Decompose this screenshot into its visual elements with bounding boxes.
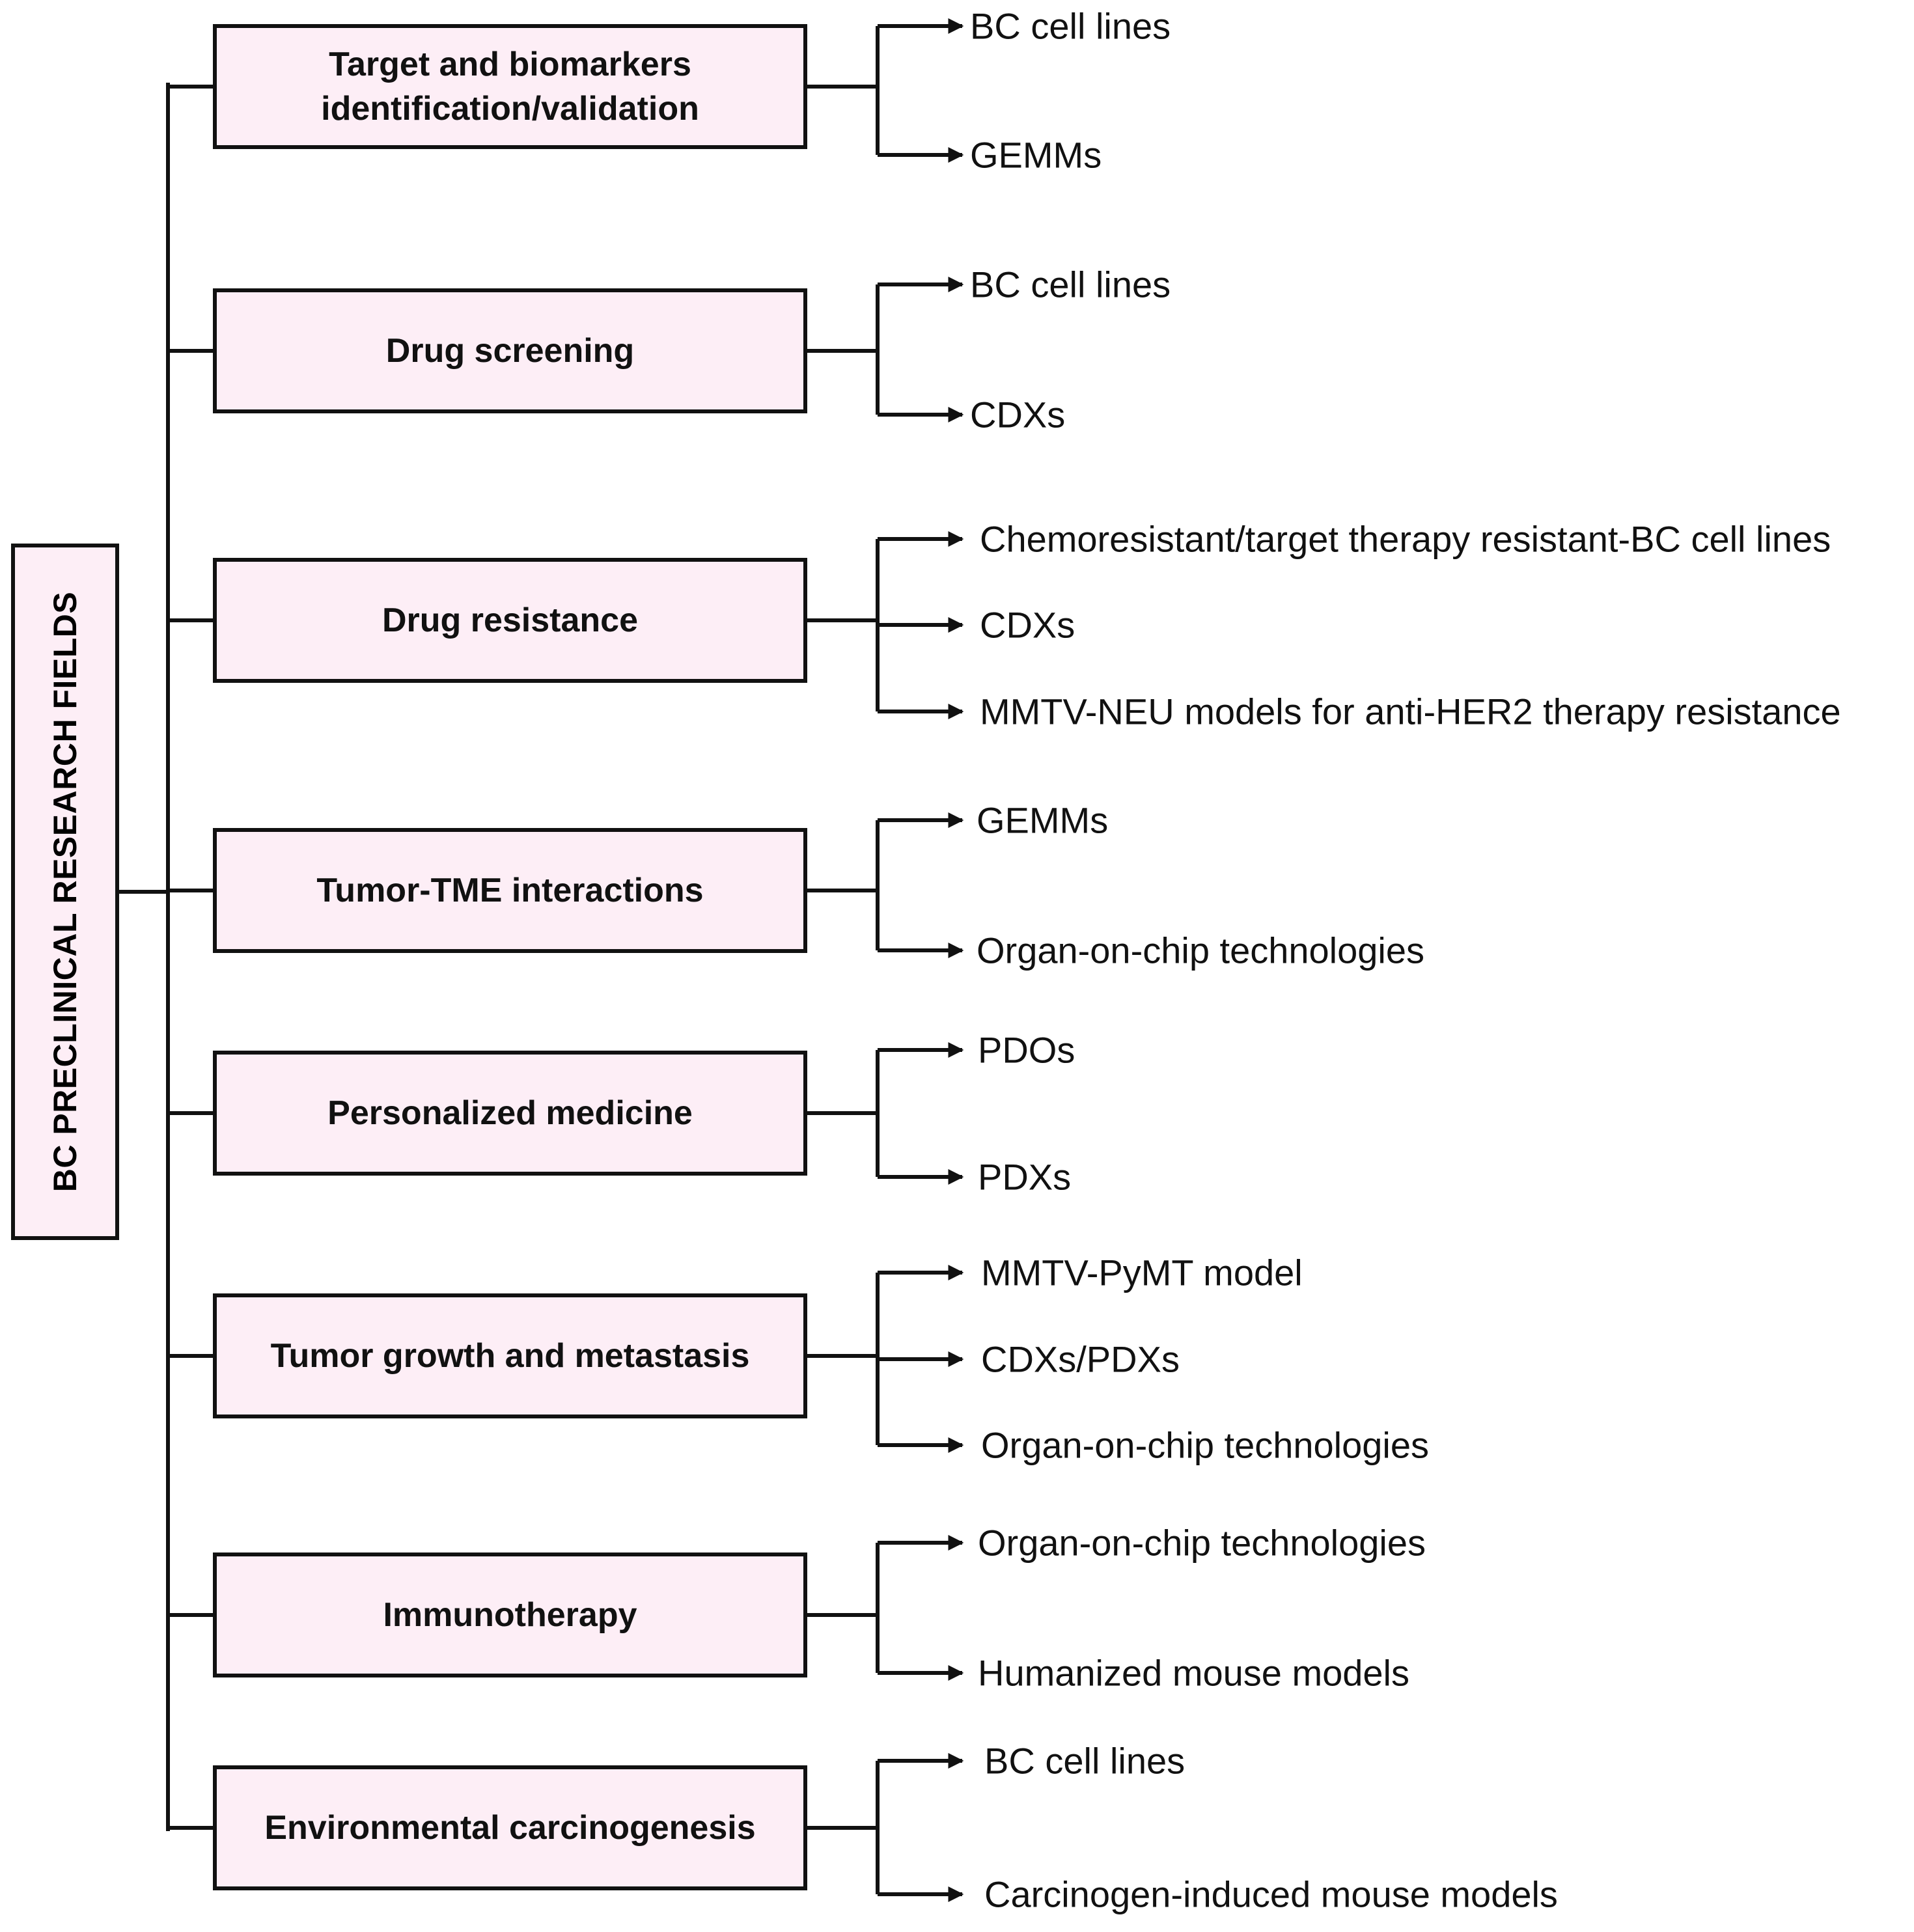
field-node: Tumor-TME interactions GEMMsOrgan-on-chip…	[168, 800, 1424, 971]
model-label: Chemoresistant/target therapy resistant-…	[980, 519, 1831, 560]
model-label: BC cell lines	[970, 6, 1171, 47]
root-label: BC PRECLINICAL RESEARCH FIELDS	[47, 592, 83, 1192]
root-node: BC PRECLINICAL RESEARCH FIELDS	[11, 544, 119, 1240]
model-label: Organ-on-chip technologies	[981, 1425, 1429, 1466]
field-box	[213, 24, 807, 149]
fields-layer: Target and biomarkers identification/vali…	[168, 6, 1841, 1915]
field-node: Environmental carcinogenesis BC cell line…	[168, 1741, 1558, 1915]
model-label: BC cell lines	[970, 264, 1171, 305]
field-node: Drug resistance Chemoresistant/target the…	[168, 519, 1841, 732]
field-box	[213, 1552, 807, 1677]
model-label: CDXs/PDXs	[981, 1339, 1180, 1380]
model-label: CDXs	[980, 605, 1075, 646]
field-box	[213, 1765, 807, 1890]
field-label: Tumor growth and metastasis	[271, 1337, 750, 1375]
field-label: Immunotherapy	[383, 1596, 637, 1634]
field-label: Personalized medicine	[327, 1094, 693, 1132]
field-box	[213, 288, 807, 413]
model-label: Organ-on-chip technologies	[977, 930, 1424, 971]
field-node: Tumor growth and metastasis MMTV-PyMT mod…	[168, 1252, 1429, 1466]
model-label: PDOs	[978, 1030, 1075, 1071]
model-label: Humanized mouse models	[978, 1653, 1409, 1694]
field-node: Immunotherapy Organ-on-chip technologiesH…	[168, 1523, 1426, 1694]
model-label: BC cell lines	[984, 1741, 1185, 1782]
field-box	[213, 828, 807, 953]
field-node: Target and biomarkers identification/vali…	[168, 6, 1171, 176]
field-label: Drug resistance	[382, 601, 638, 639]
field-label: Drug screening	[386, 332, 634, 370]
field-label: Target and biomarkers	[329, 46, 691, 83]
model-label: PDXs	[978, 1157, 1071, 1198]
field-label: identification/validation	[321, 90, 699, 128]
field-box	[213, 1293, 807, 1418]
model-label: MMTV-NEU models for anti-HER2 therapy re…	[980, 691, 1841, 732]
model-label: GEMMs	[970, 135, 1102, 176]
model-label: CDXs	[970, 394, 1065, 435]
field-box	[213, 558, 807, 683]
model-label: MMTV-PyMT model	[981, 1252, 1303, 1293]
field-label: Tumor-TME interactions	[316, 872, 703, 909]
model-label: Carcinogen-induced mouse models	[984, 1874, 1558, 1915]
root-box	[11, 544, 119, 1240]
model-label: Organ-on-chip technologies	[978, 1523, 1426, 1564]
model-label: GEMMs	[977, 800, 1108, 841]
field-label: Environmental carcinogenesis	[264, 1809, 755, 1847]
